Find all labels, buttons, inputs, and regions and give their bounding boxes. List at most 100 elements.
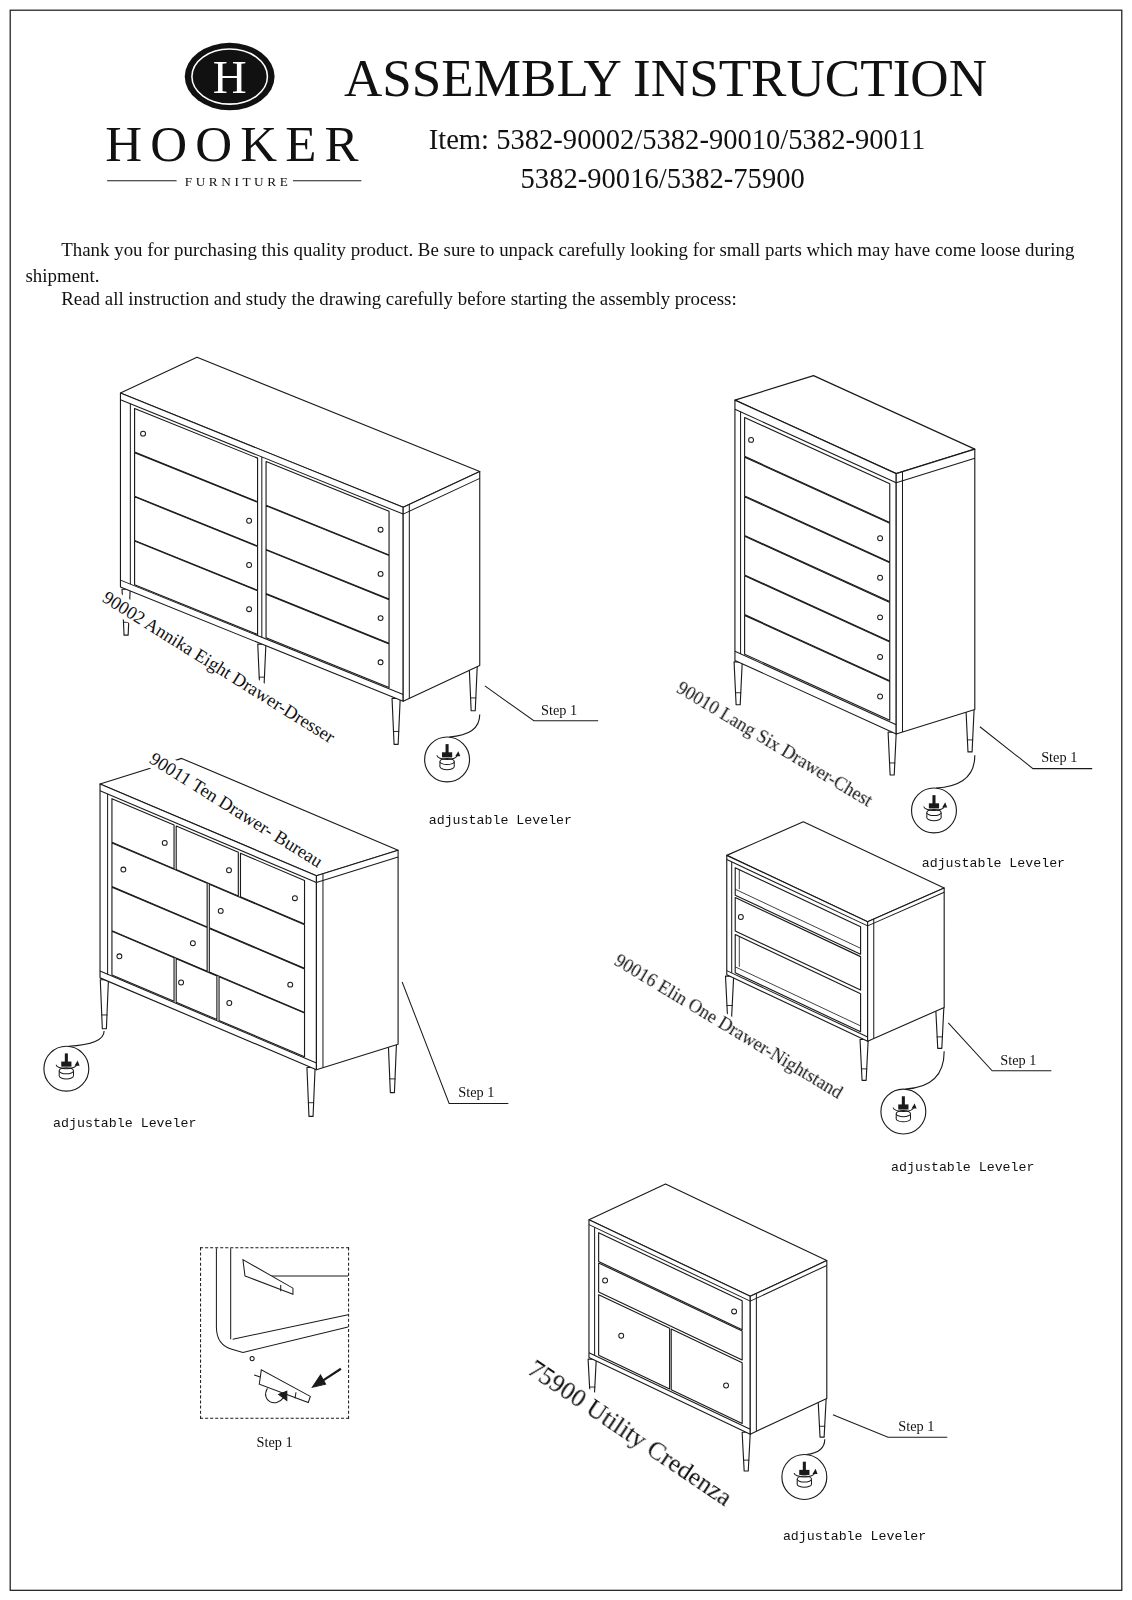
- panel: [896, 449, 975, 734]
- callout-circle: [782, 1455, 827, 1500]
- panel: [727, 855, 868, 1041]
- panel: [745, 615, 890, 720]
- edge-line: [739, 870, 740, 889]
- leveler-label: adjustable Leveler: [922, 856, 1065, 869]
- edge-line: [902, 472, 903, 732]
- edge-line: [873, 919, 874, 1038]
- product-name: 90016 Elin One Drawer-Nightstand: [609, 949, 848, 1104]
- edge-line: [739, 937, 740, 967]
- knob: [738, 915, 743, 920]
- panel: [671, 1329, 742, 1423]
- furniture-drawing: [120, 357, 479, 744]
- knob: [619, 1333, 624, 1338]
- edge-line: [756, 1293, 757, 1431]
- edge-line: [316, 857, 398, 883]
- callout-circle: [425, 737, 470, 782]
- knob: [603, 1278, 608, 1283]
- rule: [107, 180, 176, 181]
- edge-line: [403, 478, 480, 514]
- edge-line: [868, 892, 945, 926]
- knob: [724, 1383, 729, 1388]
- callout-circle: [912, 788, 957, 833]
- item-number: Item: 5382-90002/5382-90010/5382-90011: [429, 126, 926, 155]
- panel: [307, 1067, 315, 1116]
- edge-line: [937, 1036, 943, 1037]
- knob: [227, 868, 232, 873]
- knob: [247, 607, 252, 612]
- panel: [742, 1432, 750, 1471]
- edge-line: [967, 739, 973, 740]
- leveler-label: adjustable Leveler: [429, 814, 572, 827]
- leveler-label: adjustable Leveler: [53, 1117, 196, 1130]
- edge-line: [409, 504, 410, 698]
- knob: [378, 616, 383, 621]
- edge-line: [470, 697, 476, 698]
- panel: [966, 709, 974, 752]
- product-name: 75900 Utility Credenza: [521, 1354, 738, 1513]
- leader-line: [402, 982, 508, 1103]
- edge-line: [735, 692, 741, 693]
- knob: [218, 908, 223, 913]
- leader-line: [68, 1031, 104, 1046]
- edge-line: [259, 677, 265, 678]
- panel: [120, 393, 403, 701]
- edge-line: [308, 1102, 314, 1103]
- leader-line: [449, 715, 480, 737]
- knob: [878, 536, 883, 541]
- leader-line: [485, 686, 598, 721]
- panel: [176, 959, 217, 1020]
- edge-line: [594, 1227, 595, 1355]
- brand-name: HOOKER: [105, 118, 367, 169]
- panel: [868, 888, 945, 1041]
- leveler-callout: [425, 715, 480, 782]
- knob: [247, 563, 252, 568]
- edge-line: [740, 412, 741, 654]
- edge-line: [743, 1460, 749, 1461]
- knob: [878, 575, 883, 580]
- edge-line: [861, 1068, 867, 1069]
- furniture-drawing: [734, 376, 975, 775]
- knob: [288, 982, 293, 987]
- knob: [190, 941, 195, 946]
- panel: [936, 1007, 944, 1048]
- leveler-callout: [782, 1439, 827, 1499]
- panel: [860, 1039, 868, 1080]
- edge-line: [322, 874, 323, 1068]
- panel: [316, 850, 398, 1069]
- panel: [112, 931, 174, 1001]
- panel: [599, 1295, 670, 1389]
- panel: [726, 976, 734, 1017]
- panel: [100, 980, 108, 1029]
- edge-line: [389, 1078, 395, 1079]
- leveler-symbol: [924, 795, 947, 821]
- knob: [292, 896, 297, 901]
- knob: [878, 694, 883, 699]
- leader-line: [936, 755, 975, 788]
- panel: [735, 400, 896, 734]
- panel: [735, 898, 860, 990]
- leader-line: [833, 1415, 947, 1437]
- rule: [293, 180, 361, 181]
- knob: [732, 1309, 737, 1314]
- step-label: Step 1: [1000, 1053, 1036, 1067]
- knob: [121, 867, 126, 872]
- knob: [141, 431, 146, 436]
- callout-circle: [881, 1089, 926, 1134]
- panel: [818, 1398, 826, 1437]
- product-name: 90002 Annika Eight Drawer-Dresser: [97, 586, 340, 748]
- product-name: 90010 Lang Six Drawer-Chest: [671, 677, 878, 812]
- leader-line: [980, 727, 1092, 769]
- panel: [888, 732, 896, 775]
- knob: [247, 518, 252, 523]
- leader-line: [806, 1439, 824, 1454]
- logo-badge: [185, 43, 275, 110]
- leveler-label: adjustable Leveler: [891, 1161, 1034, 1174]
- step-label: Step 1: [1041, 751, 1077, 765]
- panel: [750, 1261, 827, 1435]
- edge-line: [750, 1265, 827, 1301]
- leveler-callout: [44, 1031, 104, 1091]
- leveler-symbol: [794, 1462, 817, 1488]
- leveler-symbol: [437, 744, 460, 770]
- leveler-callout: [881, 1051, 944, 1134]
